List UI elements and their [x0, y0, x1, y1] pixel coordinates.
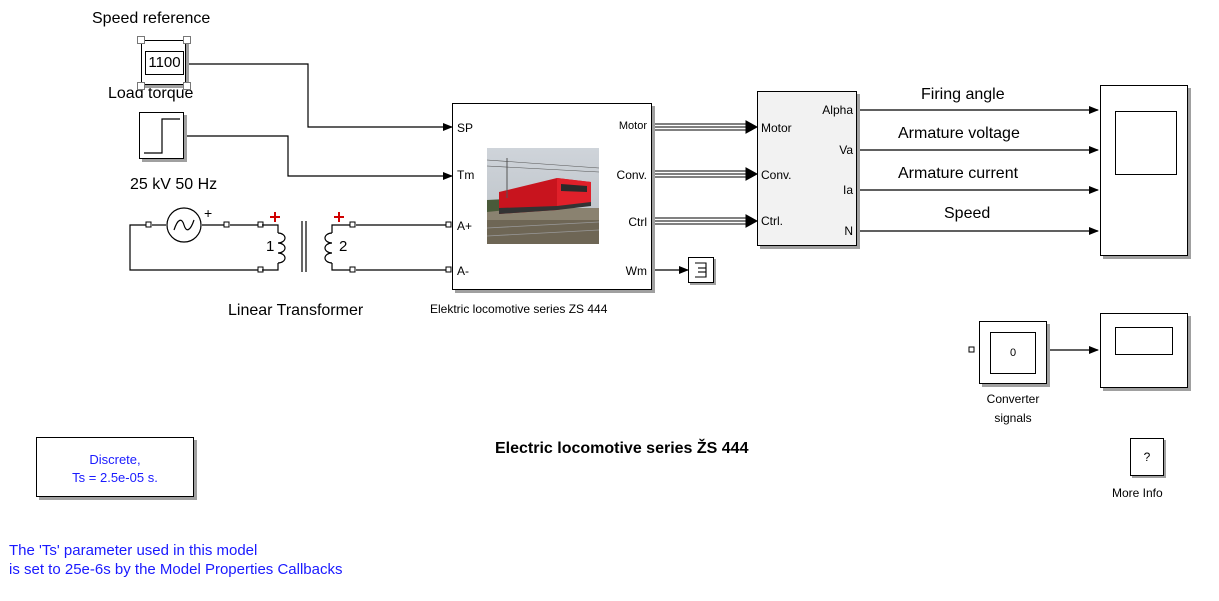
terminator-block[interactable]	[688, 257, 714, 283]
signal-label-speed: Speed	[944, 205, 991, 222]
speed-reference-block[interactable]: 1100	[141, 40, 186, 85]
port-sp: SP	[457, 121, 474, 135]
svg-text:+: +	[204, 205, 212, 221]
speed-reference-label: Speed reference	[92, 10, 211, 27]
selection-handle[interactable]	[137, 82, 145, 90]
bus-ctrl	[652, 214, 759, 228]
scope-block[interactable]	[1100, 85, 1188, 256]
converter-signals-label: Converter signals	[986, 392, 1040, 425]
selector-out-alpha: Alpha	[822, 103, 853, 117]
selector-in-ctrl: Ctrl.	[761, 214, 783, 228]
transformer-winding-1: 1	[266, 238, 275, 255]
step-icon	[144, 118, 180, 154]
powergui-text: Discrete, Ts = 2.5e-05 s.	[72, 452, 158, 485]
port-motor: Motor	[618, 120, 647, 132]
selector-in-conv: Conv.	[761, 168, 792, 182]
transformer-label: Linear Transformer	[228, 302, 364, 319]
ts-note: The 'Ts' parameter used in this model is…	[9, 542, 343, 578]
model-title: Electric locomotive series ŽS 444	[495, 440, 749, 457]
display-value: 0	[990, 332, 1036, 374]
selector-out-ia: Ia	[842, 183, 853, 197]
selector-in-motor: Motor	[761, 121, 792, 135]
terminator-icon	[695, 262, 707, 278]
selection-handle[interactable]	[137, 36, 145, 44]
selection-handle[interactable]	[183, 36, 191, 44]
more-info-label: More Info	[1112, 486, 1163, 500]
selector-out-va: Va	[839, 143, 853, 157]
signal-label-armature-current: Armature current	[898, 165, 1019, 182]
scope-2-screen	[1115, 327, 1173, 355]
load-torque-label: Load torque	[108, 85, 194, 102]
signal-label-armature-voltage: Armature voltage	[898, 125, 1020, 142]
source-label: 25 kV 50 Hz	[130, 176, 218, 193]
selection-handle[interactable]	[183, 82, 191, 90]
port-a-plus: A+	[457, 219, 473, 233]
port-tm: Tm	[457, 168, 475, 182]
signal-label-firing-angle: Firing angle	[921, 86, 1005, 103]
transformer-winding-2: 2	[339, 238, 348, 255]
port-wm: Wm	[625, 264, 647, 278]
transformer-icon	[262, 221, 350, 272]
scope-screen	[1115, 111, 1177, 175]
locomotive-photo	[487, 148, 599, 244]
locomotive-label: Elektric locomotive series ZS 444	[430, 302, 608, 316]
more-info-block[interactable]: ?	[1130, 438, 1164, 476]
speed-reference-value: 1100	[145, 51, 184, 75]
powergui-block[interactable]: Discrete, Ts = 2.5e-05 s.	[36, 437, 194, 497]
bus-motor	[652, 120, 759, 134]
selector-out-n: N	[844, 224, 853, 238]
help-icon: ?	[1143, 450, 1151, 464]
port-conv: Conv.	[616, 168, 647, 182]
locomotive-block[interactable]: SP Tm A+ A- Motor Conv. Ctrl Wm	[452, 103, 652, 290]
signal-selector-block[interactable]: Motor Conv. Ctrl. Alpha Va Ia N	[757, 91, 857, 246]
load-torque-block[interactable]	[139, 112, 184, 159]
ac-source-icon: +	[166, 205, 212, 243]
display-block[interactable]: 0	[979, 321, 1047, 384]
transformer-polarity-marks	[270, 212, 344, 222]
bus-conv	[652, 167, 759, 181]
port-ctrl: Ctrl	[628, 215, 647, 229]
wire-load-torque	[184, 135, 453, 180]
port-a-minus: A-	[457, 264, 469, 278]
scope-2-block[interactable]	[1100, 313, 1188, 388]
ac-circuit	[129, 224, 446, 271]
wire-speed-ref	[186, 63, 453, 131]
